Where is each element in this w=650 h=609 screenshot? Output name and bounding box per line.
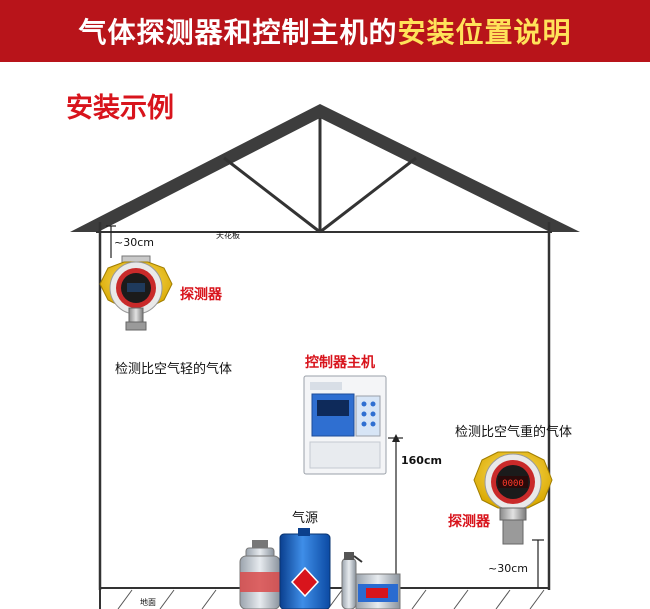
detector-display-value: 0000 bbox=[502, 479, 524, 489]
controller-unit bbox=[303, 375, 387, 475]
top-clearance-marker bbox=[106, 225, 116, 258]
banner-title: 气体探测器和控制主机的安装位置说明 bbox=[78, 11, 571, 51]
gas-cylinder bbox=[239, 540, 281, 609]
banner-title-main: 气体探测器和控制主机的 bbox=[78, 16, 398, 49]
title-banner: 气体探测器和控制主机的安装位置说明 bbox=[0, 0, 650, 62]
house-roof bbox=[70, 104, 580, 234]
chemical-drum bbox=[279, 528, 331, 609]
detector-bottom-caption: 检测比空气重的气体 bbox=[455, 425, 573, 440]
bottom-clearance-label: ~30cm bbox=[488, 562, 528, 575]
controller-label: 控制器主机 bbox=[305, 355, 375, 371]
example-heading: 安装示例 bbox=[66, 93, 174, 124]
paint-can bbox=[355, 573, 401, 609]
controller-height-label: 160cm bbox=[401, 454, 442, 467]
banner-title-highlight: 安装位置说明 bbox=[397, 16, 572, 49]
detector-top bbox=[99, 255, 173, 331]
detector-top-caption: 检测比空气轻的气体 bbox=[115, 362, 233, 377]
gas-source-label: 气源 bbox=[292, 511, 319, 526]
detector-bottom: 0000 bbox=[473, 451, 553, 545]
floor-label: 地面 bbox=[140, 598, 156, 607]
detector-bottom-label: 探测器 bbox=[448, 514, 490, 530]
controller-height-marker bbox=[388, 434, 403, 588]
ceiling-label: 天花板 bbox=[216, 231, 240, 240]
bottom-clearance-marker bbox=[532, 539, 544, 588]
detector-top-label: 探测器 bbox=[180, 287, 222, 303]
top-clearance-label: ~30cm bbox=[114, 236, 154, 249]
